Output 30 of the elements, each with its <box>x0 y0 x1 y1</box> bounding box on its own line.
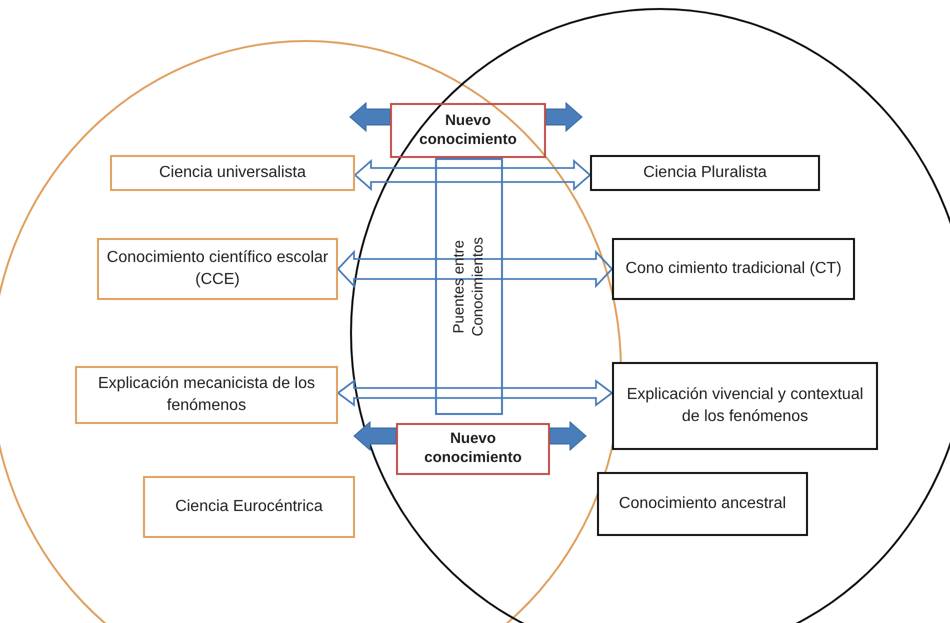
box-label: Ciencia universalista <box>158 163 307 183</box>
double-arrow <box>354 159 592 191</box>
concept-box <box>396 423 550 475</box>
concept-box <box>97 238 338 300</box>
box-label: Explicación vivencial y contextual de los fenómenos <box>626 385 864 427</box>
box-label: Ciencia Eurocéntrica <box>174 497 324 517</box>
box-label: Nuevo conocimiento <box>423 430 523 468</box>
box-label: Explicación mecanicista de los fenómenos <box>97 374 316 416</box>
box-label: Conocimiento ancestral <box>618 494 788 514</box>
double-arrow <box>336 379 614 407</box>
bridge-box <box>435 158 503 415</box>
concept-box <box>143 476 355 538</box>
box-label: Conocimiento científico escolar (CCE) <box>106 248 330 290</box>
concept-box <box>612 362 878 450</box>
bridge-label: Puentes entre Conocimientos <box>450 236 487 338</box>
block-arrow <box>349 102 390 132</box>
concept-box <box>110 155 355 191</box>
concept-box <box>612 238 855 300</box>
circle-outline <box>350 8 950 623</box>
box-label: Ciencia Pluralista <box>642 163 768 183</box>
block-arrow <box>353 420 396 452</box>
double-arrow <box>336 250 614 288</box>
concept-box <box>597 472 808 536</box>
box-label: Cono cimiento tradicional (CT) <box>624 259 843 279</box>
block-arrow <box>546 102 583 132</box>
box-label: Nuevo conocimiento <box>418 112 518 150</box>
concept-box <box>390 103 546 158</box>
concept-box <box>75 366 338 424</box>
block-arrow <box>550 420 587 452</box>
concept-box <box>590 155 820 191</box>
